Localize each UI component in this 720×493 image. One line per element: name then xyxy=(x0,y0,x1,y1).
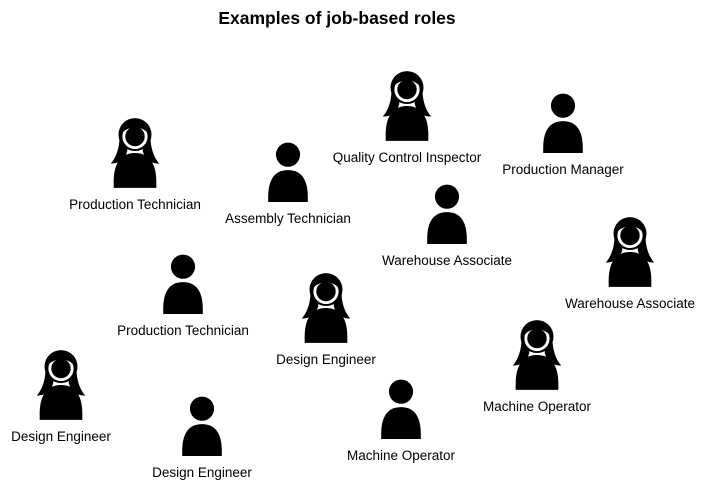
person: Production Technician xyxy=(91,239,275,339)
person: Design Engineer xyxy=(110,381,294,481)
person-male-icon xyxy=(259,127,317,207)
person-male-icon xyxy=(154,239,212,319)
person-female-icon xyxy=(103,113,167,193)
person: Quality Control Inspector xyxy=(315,66,499,166)
person-label: Warehouse Associate xyxy=(381,253,513,268)
person-label: Design Engineer xyxy=(11,429,111,444)
person: Production Technician xyxy=(43,113,227,213)
person-label: Production Manager xyxy=(502,162,624,177)
person-label: Machine Operator xyxy=(482,399,592,414)
person-label: Production Technician xyxy=(117,323,249,338)
person: Machine Operator xyxy=(445,315,629,415)
person-label: Quality Control Inspector xyxy=(332,150,482,165)
person-male-icon xyxy=(534,78,592,158)
person: Design Engineer xyxy=(0,345,153,445)
person-female-icon xyxy=(505,315,569,395)
person: Production Manager xyxy=(471,78,655,178)
diagram-title: Examples of job-based roles xyxy=(218,8,456,28)
person: Design Engineer xyxy=(234,268,418,368)
person-male-icon xyxy=(418,169,476,249)
person: Assembly Technician xyxy=(196,127,380,227)
person: Warehouse Associate xyxy=(538,212,720,312)
person: Machine Operator xyxy=(309,364,493,464)
person-female-icon xyxy=(29,345,93,425)
person-label: Machine Operator xyxy=(346,448,456,463)
person-label: Design Engineer xyxy=(276,352,376,367)
person-label: Warehouse Associate xyxy=(564,296,696,311)
person-male-icon xyxy=(372,364,430,444)
person: Warehouse Associate xyxy=(355,169,539,269)
person-female-icon xyxy=(375,66,439,146)
person-female-icon xyxy=(294,268,358,348)
person-label: Production Technician xyxy=(69,197,201,212)
person-label: Assembly Technician xyxy=(225,211,351,226)
person-male-icon xyxy=(173,381,231,461)
person-female-icon xyxy=(598,212,662,292)
person-label: Design Engineer xyxy=(152,465,252,480)
